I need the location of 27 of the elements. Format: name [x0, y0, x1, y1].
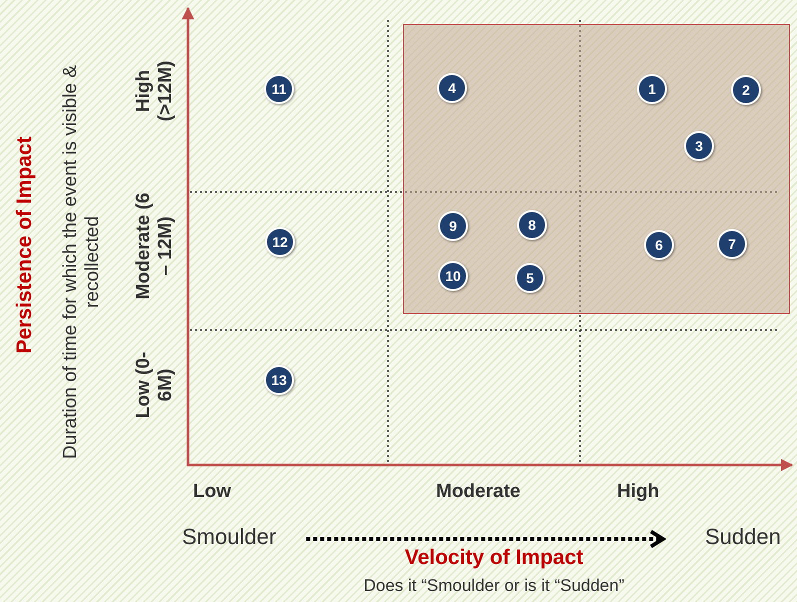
risk-marker: 5: [515, 263, 545, 293]
dotted-arrow: [306, 530, 665, 548]
risk-marker: 2: [731, 75, 761, 105]
axis-tick-label: Moderate (6 – 12M): [133, 192, 177, 301]
scale-end-label: Smoulder: [182, 524, 276, 550]
axis-title: Velocity of Impact: [404, 546, 584, 570]
highlight-region: [403, 24, 790, 314]
axis-title: Persistence of Impact: [12, 136, 37, 354]
risk-marker: 10: [438, 261, 468, 291]
risk-marker: 6: [644, 230, 674, 260]
axis-description: Duration of time for which the event is visible & recollected: [60, 64, 104, 461]
risk-marker: 9: [438, 211, 468, 241]
risk-marker: 3: [684, 131, 714, 161]
axis-tick-label: Low (0-6M): [133, 350, 177, 420]
risk-marker: 11: [264, 74, 294, 104]
risk-marker: 7: [717, 229, 747, 259]
axis-tick-label: Moderate: [436, 481, 520, 503]
risk-marker: 8: [517, 210, 547, 240]
axis-tick-label: Low: [193, 481, 231, 503]
axis-tick-label: High: [617, 481, 660, 503]
risk-marker: 13: [264, 365, 294, 395]
risk-marker: 4: [437, 73, 467, 103]
scale-end-label: Sudden: [705, 524, 781, 550]
risk-marker: 12: [265, 227, 295, 257]
axis-tick-label: High (>12M): [133, 60, 177, 124]
risk-marker: 1: [637, 74, 667, 104]
axis-description: Does it “Smoulder or is it “Sudden”: [364, 576, 624, 596]
